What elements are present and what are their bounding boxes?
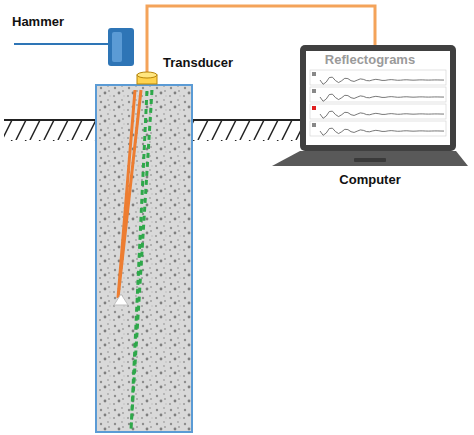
ground-line [192, 119, 300, 121]
reflectogram-trace [320, 111, 444, 118]
ground-hatch [192, 121, 300, 141]
pile [96, 85, 192, 432]
transducer-node: Transducer [137, 72, 157, 85]
reflected-wave [118, 90, 141, 298]
screen-title: Reflectograms [325, 52, 415, 67]
laptop-screen [306, 51, 450, 145]
trace-frame [310, 121, 446, 136]
transducer-top [137, 72, 157, 78]
pile-defect [114, 294, 128, 305]
laptop-base [272, 151, 468, 166]
transducer-shape [137, 72, 157, 85]
touchpad [354, 158, 386, 162]
hammer-head [108, 28, 134, 66]
ground-line [4, 119, 96, 121]
trace-marker [312, 72, 316, 76]
hammer-handle [14, 43, 110, 45]
trace-frame [310, 87, 446, 102]
toe-wave [131, 90, 152, 430]
trace-marker [312, 106, 316, 110]
reflectogram-trace [320, 94, 444, 101]
trace-marker [312, 89, 316, 93]
reflectogram-trace [320, 128, 444, 135]
part-label: Transducer [163, 55, 233, 70]
trace-frame [310, 70, 446, 85]
laptop-lid [300, 45, 456, 151]
ground-hatch [4, 121, 96, 141]
hammer-face [112, 32, 122, 62]
computer-node: ReflectogramsComputer [272, 42, 468, 192]
part-label: Hammer [12, 14, 64, 29]
device-label: Computer [339, 172, 400, 187]
trace-frame [310, 104, 446, 119]
reflectogram-trace [320, 77, 444, 84]
trace-marker [312, 123, 316, 127]
